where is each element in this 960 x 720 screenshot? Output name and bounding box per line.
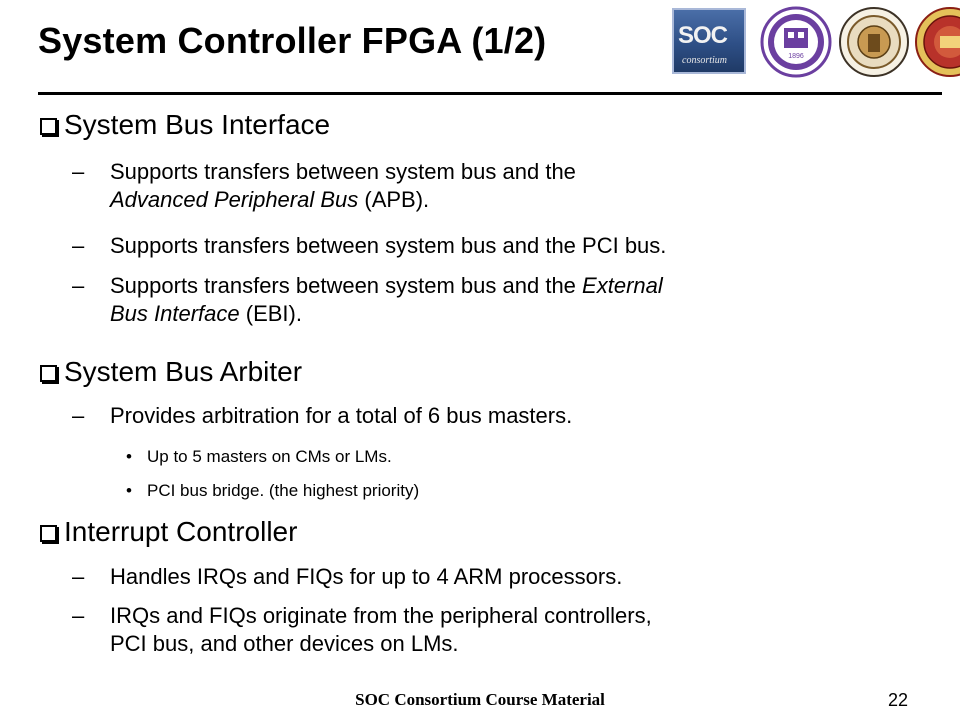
checkbox-bullet-icon: [40, 117, 57, 135]
bullet-text: PCI bus, and other devices on LMs.: [110, 631, 459, 656]
section-heading-text: System Bus Interface: [64, 109, 331, 140]
section-heading-text: System Bus Arbiter: [64, 356, 303, 387]
section-heading-text: Interrupt Controller: [64, 516, 298, 547]
bullet-text: (EBI).: [239, 301, 302, 326]
bullet-text: Supports transfers between system bus an…: [110, 273, 583, 298]
dot-bullet: •: [126, 447, 132, 466]
slide-title: System Controller FPGA (1/2): [38, 20, 547, 61]
bullet-text: Handles IRQs and FIQs for up to 4 ARM pr…: [110, 564, 623, 589]
seal-year-text: 1896: [788, 53, 804, 60]
slide-footer: SOC Consortium Course Material: [355, 690, 605, 709]
section-heading-3: Interrupt Controller: [40, 516, 297, 548]
dash-bullet: –: [72, 233, 85, 258]
dot-bullet: •: [126, 481, 132, 500]
soc-consortium-logo: SOC consortium: [672, 8, 746, 74]
dash-bullet: –: [72, 564, 85, 589]
dash-bullet: –: [72, 159, 85, 184]
bullet-text: (APB).: [358, 187, 430, 212]
bullet-text: Supports transfers between system bus an…: [110, 233, 667, 258]
page-number: 22: [888, 690, 909, 710]
checkbox-bullet-icon: [40, 364, 57, 382]
bullet-text: Provides arbitration for a total of 6 bu…: [110, 403, 573, 428]
university-seal-round: [839, 7, 909, 77]
bullet-text-italic: Advanced Peripheral Bus: [110, 187, 359, 212]
dash-bullet: –: [72, 603, 85, 628]
section-heading-1: System Bus Interface: [40, 109, 330, 141]
soc-logo-subtext: consortium: [682, 55, 727, 66]
checkbox-bullet-icon: [40, 524, 57, 542]
soc-logo-text: SOC: [678, 22, 728, 49]
section-heading-2: System Bus Arbiter: [40, 356, 302, 388]
bullet-text-italic: Bus Interface: [110, 301, 240, 326]
bullet-text: Supports transfers between system bus an…: [110, 159, 576, 184]
university-seal-red: [915, 7, 960, 77]
bullet-text: IRQs and FIQs originate from the periphe…: [110, 603, 652, 628]
dash-bullet: –: [72, 403, 85, 428]
sub-bullet-text: PCI bus bridge. (the highest priority): [147, 481, 420, 500]
university-seal-purple: 1896: [760, 6, 832, 78]
sub-bullet-text: Up to 5 masters on CMs or LMs.: [147, 447, 392, 466]
dash-bullet: –: [72, 273, 85, 298]
bullet-text-italic: External: [582, 273, 663, 298]
title-divider: [38, 92, 942, 95]
